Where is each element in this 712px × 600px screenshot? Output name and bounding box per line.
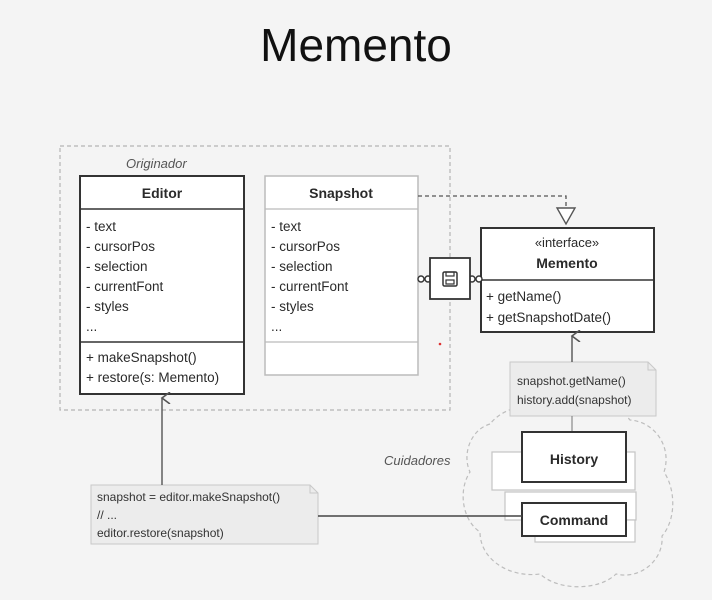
- command-class: Command: [521, 502, 627, 537]
- editor-note-line: editor.restore(snapshot): [97, 526, 224, 540]
- memento-class-name: Memento: [536, 255, 597, 271]
- red-dot: [438, 342, 442, 346]
- snapshot-field: - text: [271, 219, 301, 234]
- history-class: History: [521, 431, 627, 483]
- history-note: snapshot.getName() history.add(snapshot): [509, 361, 657, 417]
- realization-connector: [418, 195, 567, 208]
- snapshot-field: - currentFont: [271, 279, 349, 294]
- editor-class: Editor - text - cursorPos - selection - …: [79, 175, 245, 395]
- history-class-name: History: [550, 451, 598, 467]
- snapshot-class: Snapshot - text - cursorPos - selection …: [264, 175, 419, 376]
- memento-stereotype: «interface»: [535, 235, 599, 250]
- originator-label: Originador: [126, 156, 187, 171]
- snapshot-field: - styles: [271, 299, 314, 314]
- snapshot-field: ...: [271, 319, 282, 334]
- editor-note-line: snapshot = editor.makeSnapshot(): [97, 490, 280, 504]
- snapshot-field: - selection: [271, 259, 333, 274]
- caretakers-label: Cuidadores: [384, 453, 451, 468]
- memento-method: + getSnapshotDate(): [486, 310, 611, 325]
- realization-arrowhead: [555, 207, 577, 226]
- page-title: Memento: [260, 19, 452, 71]
- editor-field: ...: [86, 319, 97, 334]
- editor-field: - cursorPos: [86, 239, 155, 254]
- snapshot-class-name: Snapshot: [309, 185, 373, 201]
- snapshot-field: - cursorPos: [271, 239, 340, 254]
- snapshot-port: [417, 257, 483, 300]
- editor-method: + restore(s: Memento): [86, 370, 219, 385]
- editor-field: - selection: [86, 259, 148, 274]
- editor-field: - currentFont: [86, 279, 164, 294]
- history-note-line: snapshot.getName(): [517, 374, 626, 388]
- editor-method: + makeSnapshot(): [86, 350, 197, 365]
- editor-note-line: // ...: [97, 508, 117, 522]
- memento-interface: «interface» Memento + getName() + getSna…: [480, 227, 655, 333]
- memento-method: + getName(): [486, 289, 561, 304]
- command-class-name: Command: [540, 512, 608, 528]
- editor-field: - text: [86, 219, 116, 234]
- editor-class-name: Editor: [142, 185, 183, 201]
- editor-field: - styles: [86, 299, 129, 314]
- caretakers-cloud: [462, 403, 674, 588]
- history-note-line: history.add(snapshot): [517, 393, 632, 407]
- editor-note: snapshot = editor.makeSnapshot() // ... …: [90, 484, 319, 545]
- floppy-disk-icon: [442, 271, 458, 287]
